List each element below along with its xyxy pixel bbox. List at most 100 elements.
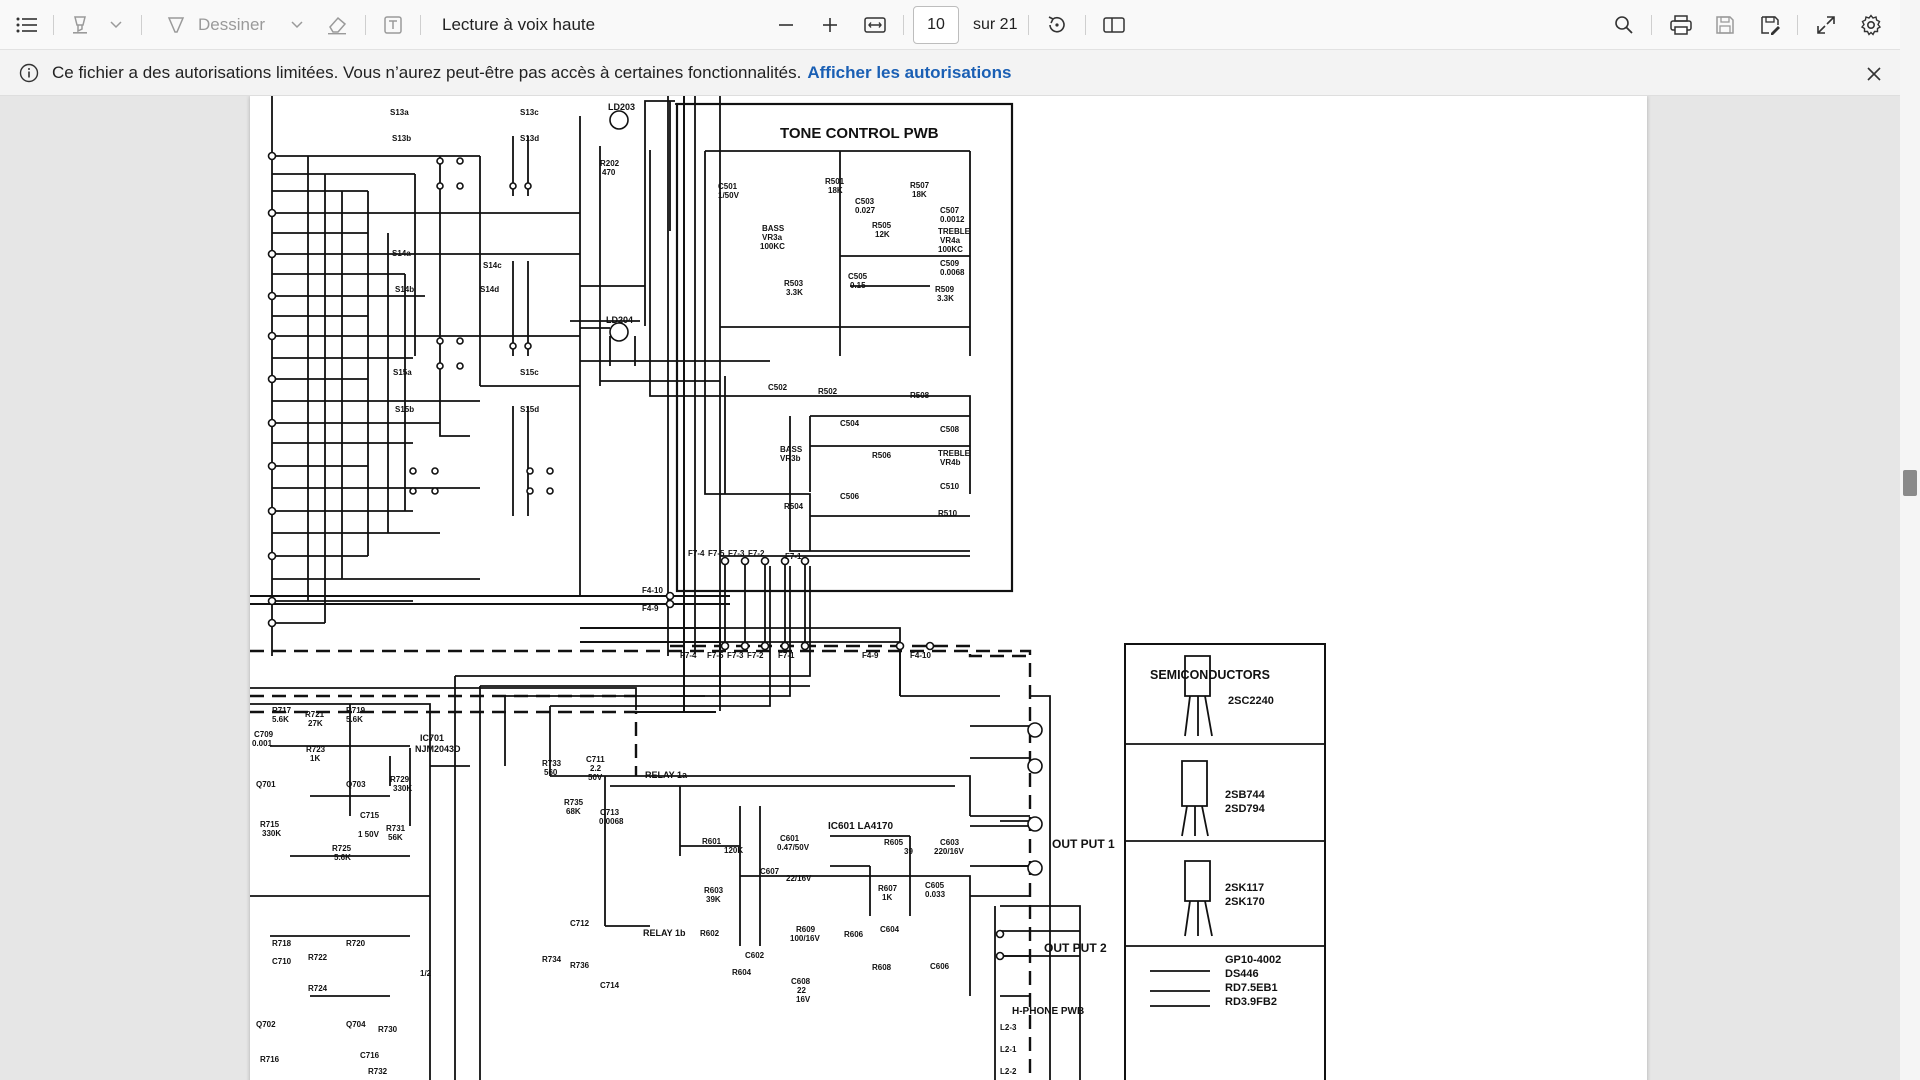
label-r733-value: 560 [544, 768, 558, 777]
search-icon[interactable] [1612, 13, 1636, 37]
label-c609-value: 100/16V [790, 934, 820, 943]
label-r735-value: 68K [566, 807, 581, 816]
label-c606: C606 [930, 962, 950, 971]
vertical-scrollbar[interactable] [1900, 0, 1920, 1080]
page-number-input[interactable]: 10 [913, 6, 959, 44]
label-l2-1: L2-1 [1000, 1045, 1017, 1054]
label-q704: Q704 [346, 1020, 366, 1029]
toolbar-divider [1651, 15, 1652, 35]
draw-dropdown-chevron-icon[interactable] [287, 15, 307, 35]
text-box-icon[interactable] [381, 13, 405, 37]
label-r732: R732 [368, 1067, 388, 1076]
label-c501-value: 1/50V [718, 191, 740, 200]
label-r604: R604 [732, 968, 752, 977]
close-icon[interactable] [1863, 63, 1885, 85]
label-vr4b: VR4b [940, 458, 961, 467]
label-r601: R601 [702, 837, 722, 846]
label-s14d: S14d [480, 285, 499, 294]
label-s14b: S14b [395, 285, 414, 294]
print-icon[interactable] [1668, 13, 1694, 37]
permissions-message: Ce fichier a des autorisations limitées.… [52, 50, 1011, 96]
label-c505-value: 0.15 [850, 281, 866, 290]
contents-list-icon[interactable] [14, 13, 40, 37]
label-q701: Q701 [256, 780, 276, 789]
label-c711-value: 2.2 [590, 764, 602, 773]
label-c509: C509 [940, 259, 960, 268]
semi-2sd794: 2SD794 [1225, 803, 1266, 815]
save-icon[interactable] [1713, 13, 1737, 37]
save-as-icon[interactable] [1758, 13, 1782, 37]
label-r505: R505 [872, 221, 892, 230]
label-r507-value: 18K [912, 190, 927, 199]
label-f7-4: F7-4 [680, 651, 697, 660]
fullscreen-icon[interactable] [1814, 13, 1838, 37]
draw-button-label[interactable]: Dessiner [198, 15, 266, 34]
label-r603: R603 [704, 886, 724, 895]
read-aloud-button[interactable]: Lecture à voix haute [442, 15, 596, 34]
toolbar-divider [141, 15, 142, 35]
label-r501-value: 18K [828, 186, 843, 195]
label-c604: C604 [880, 925, 900, 934]
label-c509-value: 0.0068 [940, 268, 965, 277]
rotate-icon[interactable] [1044, 13, 1070, 37]
label-s15b: S15b [395, 405, 414, 414]
page-view-icon[interactable] [1101, 13, 1127, 37]
label-vr3a-value: 100KC [760, 242, 785, 251]
label-c505: C505 [848, 272, 868, 281]
label-l2-2: L2-2 [1000, 1067, 1017, 1076]
label-r504: R504 [784, 502, 804, 511]
label-r724: R724 [308, 984, 328, 993]
label-f7-5-top: F7-5 [708, 549, 725, 558]
ld203-label: LD203 [608, 102, 635, 112]
label-c601: C601 [780, 834, 800, 843]
label-c503: C503 [855, 197, 875, 206]
toolbar-divider [1028, 15, 1029, 35]
label-r729: R729 [390, 775, 410, 784]
label-r715-value: 330K [262, 829, 281, 838]
label-l2-3: L2-3 [1000, 1023, 1017, 1032]
semi-rd7-5eb1: RD7.5EB1 [1225, 982, 1278, 994]
label-r731-value: 56K [388, 833, 403, 842]
toolbar-divider [1085, 15, 1086, 35]
label-c711: C711 [586, 755, 605, 764]
label-r730: R730 [378, 1025, 398, 1034]
label-r608: R608 [872, 963, 892, 972]
draw-pen-icon[interactable] [164, 13, 188, 37]
info-icon [18, 62, 40, 84]
label-r607-value: 1K [882, 893, 892, 902]
semi-2sk170: 2SK170 [1225, 896, 1265, 908]
label-c709: C709 [254, 730, 274, 739]
label-c713: C713 [600, 808, 620, 817]
label-s13b: S13b [392, 134, 411, 143]
document-viewer[interactable]: TONE CONTROL PWB SEMICONDUCTORS 2SC2240 … [0, 96, 1900, 1080]
scrollbar-thumb[interactable] [1903, 470, 1917, 496]
label-c603-value: 220/16V [934, 847, 964, 856]
label-r733: R733 [542, 759, 562, 768]
highlight-icon[interactable] [68, 13, 92, 37]
label-r731: R731 [386, 824, 406, 833]
semi-rd3-9fb2: RD3.9FB2 [1225, 996, 1277, 1008]
label-r735: R735 [564, 798, 584, 807]
label-r506: R506 [872, 451, 892, 460]
toolbar-divider [1797, 15, 1798, 35]
label-c502: C502 [768, 383, 788, 392]
label-c501: C501 [718, 182, 738, 191]
label-vr4a: VR4a [940, 236, 961, 245]
label-c605-value: 0.033 [925, 890, 946, 899]
label-q703: Q703 [346, 780, 366, 789]
label-c608-value: 22 [797, 986, 806, 995]
show-permissions-link[interactable]: Afficher les autorisations [807, 63, 1012, 82]
zoom-out-icon[interactable] [774, 13, 798, 37]
zoom-in-icon[interactable] [818, 13, 842, 37]
highlight-dropdown-chevron-icon[interactable] [106, 15, 126, 35]
fit-to-width-icon[interactable] [862, 13, 888, 37]
label-r716: R716 [260, 1055, 280, 1064]
label-f7-4-top: F7-4 [688, 549, 705, 558]
label-s13d: S13d [520, 134, 539, 143]
label-c608-voltage: 16V [796, 995, 811, 1004]
label-r718: R718 [272, 939, 292, 948]
eraser-icon[interactable] [324, 13, 350, 37]
label-r723-value: 1K [310, 754, 320, 763]
settings-gear-icon[interactable] [1859, 13, 1883, 37]
label-r717-value: 5.6K [272, 715, 289, 724]
